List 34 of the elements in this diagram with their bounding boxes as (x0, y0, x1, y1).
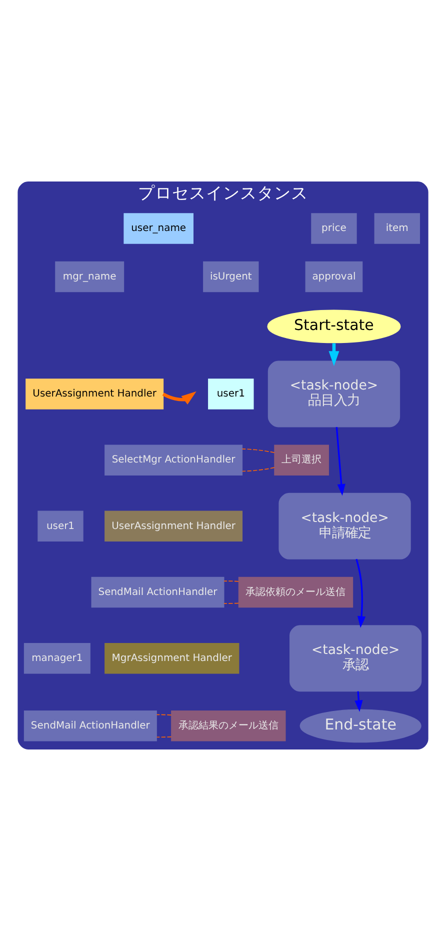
node-box: <task-node> 品目入力 (268, 360, 400, 428)
node-box: SendMail ActionHandler (91, 576, 224, 608)
node-box: <task-node> 承認 (290, 625, 422, 692)
connector (224, 580, 240, 582)
node-box: user_name (124, 213, 194, 244)
node-box: SendMail ActionHandler (24, 710, 157, 742)
arrow (336, 427, 346, 496)
connector (242, 448, 275, 454)
node-box: 上司選択 (274, 444, 329, 476)
node-box: mgr_name (55, 261, 124, 292)
node-box: isUrgent (203, 261, 259, 292)
connector (156, 736, 172, 738)
node-ellipse: End-state (300, 709, 422, 743)
node-box: 承認依頼のメール送信 (238, 576, 354, 608)
node-box: MgrAssignment Handler (104, 642, 240, 674)
node-box: manager1 (24, 642, 90, 674)
node-box: approval (305, 261, 363, 292)
node-ellipse: Start-state (267, 310, 401, 344)
node-box: price (311, 213, 357, 244)
arrow (328, 343, 340, 366)
node-box: UserAssignment Handler (26, 378, 164, 410)
node-box: 承認結果のメール送信 (171, 710, 286, 742)
arrow (356, 558, 366, 628)
arrow (354, 691, 363, 712)
node-box: <task-node> 申請確定 (278, 492, 411, 560)
connector (224, 602, 240, 604)
node-box: SelectMgr ActionHandler (104, 444, 243, 476)
arrow (162, 391, 196, 405)
node-box: user1 (208, 378, 254, 410)
node-box: user1 (38, 510, 84, 542)
connector (242, 467, 275, 472)
connector (156, 714, 172, 716)
node-box: UserAssignment Handler (104, 510, 243, 542)
node-box: item (374, 213, 420, 244)
